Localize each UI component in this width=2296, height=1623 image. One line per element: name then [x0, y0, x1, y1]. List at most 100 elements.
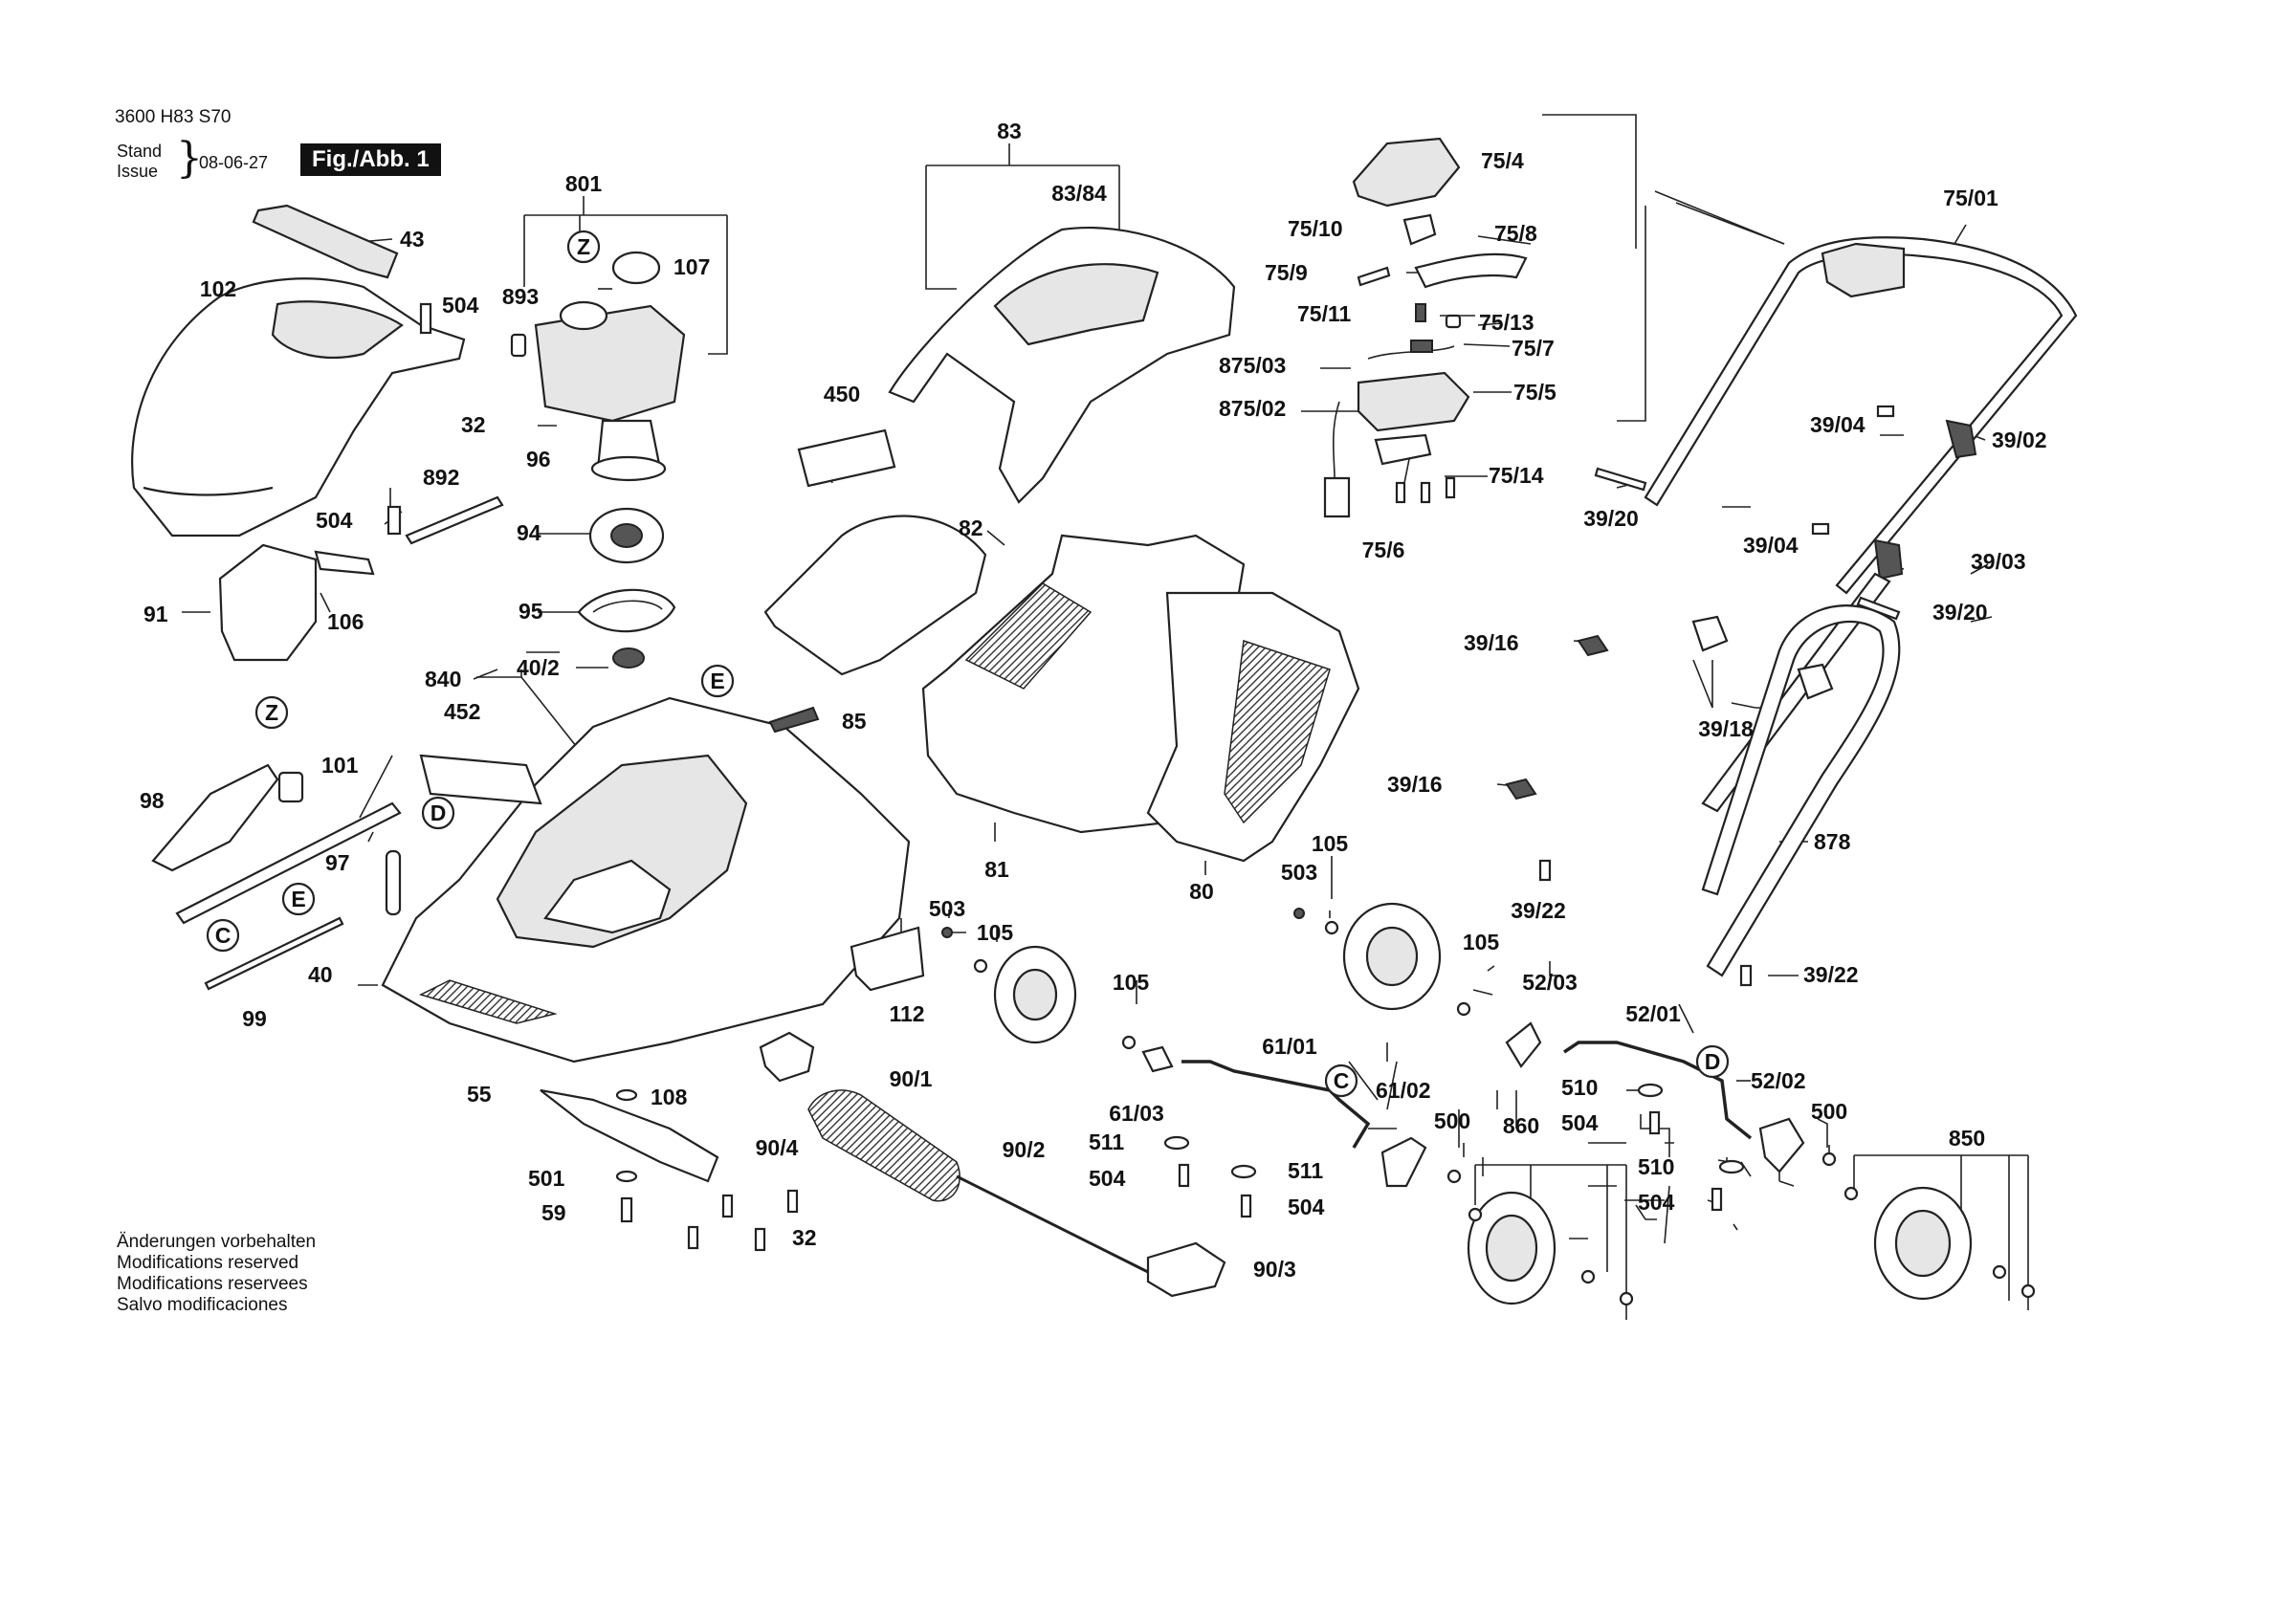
label-875-03: 875/03	[1219, 353, 1286, 378]
label-75-7: 75/7	[1512, 336, 1555, 361]
marker-z-lower: Z	[265, 700, 278, 725]
label-85: 85	[842, 709, 867, 734]
modification-notes: Änderungen vorbehalten Modifications res…	[117, 1232, 316, 1316]
label-40-2: 40/2	[517, 655, 560, 680]
label-39-16-top: 39/16	[1464, 630, 1519, 655]
label-39-22-left: 39/22	[1511, 898, 1566, 923]
label-59: 59	[541, 1200, 566, 1225]
label-75-8: 75/8	[1494, 221, 1537, 246]
label-39-04-mid: 39/04	[1743, 533, 1799, 558]
issue-date: 08-06-27	[199, 153, 269, 172]
issue-label: Issue	[117, 162, 159, 181]
label-511-mid: 511	[1288, 1158, 1323, 1183]
label-39-18: 39/18	[1698, 716, 1754, 741]
label-75-6: 75/6	[1362, 537, 1405, 562]
label-840: 840	[425, 667, 461, 691]
label-504-mid-left: 504	[1089, 1166, 1126, 1191]
label-801: 801	[565, 171, 603, 196]
label-452: 452	[444, 699, 480, 724]
label-504-left: 504	[316, 508, 353, 533]
label-96: 96	[526, 447, 551, 472]
label-875-02: 875/02	[1219, 396, 1286, 421]
label-99: 99	[242, 1006, 267, 1031]
marker-e-lower: E	[291, 887, 305, 911]
note-de: Änderungen vorbehalten	[117, 1232, 317, 1252]
label-90-2: 90/2	[1003, 1137, 1046, 1162]
label-61-01: 61/01	[1262, 1034, 1317, 1059]
label-83: 83	[997, 119, 1022, 143]
label-97: 97	[325, 850, 350, 875]
label-511-left: 511	[1089, 1130, 1124, 1154]
label-52-03: 52/03	[1522, 970, 1578, 995]
label-61-03: 61/03	[1109, 1101, 1164, 1126]
label-43: 43	[400, 227, 425, 252]
part-drawings	[131, 137, 2078, 1306]
leader-lines	[182, 114, 2029, 1320]
label-101: 101	[321, 753, 359, 778]
label-52-02: 52/02	[1751, 1068, 1806, 1093]
label-504-top: 504	[442, 293, 479, 318]
label-105-mid: 105	[1113, 970, 1150, 995]
note-fr: Modifications reservees	[117, 1274, 308, 1294]
label-39-20-right: 39/20	[1932, 600, 1988, 625]
label-75-14: 75/14	[1489, 463, 1544, 488]
document-number: 3600 H83 S70	[115, 107, 232, 127]
brace-glyph: }	[176, 134, 203, 183]
marker-c-right: C	[1334, 1068, 1350, 1093]
label-90-1: 90/1	[890, 1066, 933, 1091]
label-75-13: 75/13	[1479, 310, 1534, 335]
part-labels: 83 83/84 801 43 102 893 107 504 32 96 89…	[140, 119, 2047, 1282]
label-39-04-top: 39/04	[1810, 412, 1866, 437]
label-95: 95	[519, 599, 543, 624]
note-es: Salvo modificaciones	[117, 1295, 288, 1315]
label-94: 94	[517, 520, 541, 545]
marker-z-upper: Z	[577, 234, 590, 259]
label-91: 91	[144, 602, 168, 626]
note-en: Modifications reserved	[117, 1253, 299, 1273]
label-112: 112	[889, 1001, 924, 1026]
label-32-top: 32	[461, 412, 486, 437]
label-503-right: 503	[1281, 860, 1317, 885]
label-39-03: 39/03	[1971, 549, 2026, 574]
label-504-right-top: 504	[1561, 1110, 1599, 1135]
label-81: 81	[984, 857, 1009, 882]
marker-e-upper: E	[710, 669, 724, 693]
marker-c-left: C	[215, 923, 232, 948]
label-510-top: 510	[1561, 1075, 1598, 1100]
label-32-bottom: 32	[792, 1225, 817, 1250]
stand-label: Stand	[117, 142, 163, 161]
reference-markers: Z Z E E D D C C	[206, 230, 1730, 1098]
label-90-3: 90/3	[1253, 1257, 1296, 1282]
label-52-01: 52/01	[1625, 1001, 1681, 1026]
label-61-02: 61/02	[1376, 1078, 1431, 1103]
label-503-left: 503	[929, 896, 965, 921]
label-510-bottom: 510	[1638, 1154, 1674, 1179]
label-98: 98	[140, 788, 165, 813]
label-39-02: 39/02	[1992, 428, 2047, 452]
marker-d-right: D	[1705, 1049, 1721, 1074]
label-860: 860	[1503, 1113, 1539, 1138]
label-878: 878	[1814, 829, 1851, 854]
label-90-4: 90/4	[756, 1135, 799, 1160]
stand-issue-label: Stand Issue	[117, 142, 162, 182]
label-39-22-right: 39/22	[1803, 962, 1859, 987]
label-40: 40	[308, 962, 333, 987]
label-504-right-bottom: 504	[1638, 1190, 1675, 1215]
marker-d-left: D	[430, 801, 447, 825]
label-39-20-left: 39/20	[1583, 506, 1639, 531]
label-75-5: 75/5	[1513, 380, 1556, 405]
label-504-mid: 504	[1288, 1195, 1325, 1219]
label-893: 893	[502, 284, 539, 309]
label-501: 501	[528, 1166, 565, 1191]
label-102: 102	[200, 276, 236, 301]
label-75-11: 75/11	[1297, 301, 1351, 326]
label-75-10: 75/10	[1288, 216, 1343, 241]
label-450: 450	[824, 382, 860, 406]
label-82: 82	[959, 515, 983, 540]
label-75-01: 75/01	[1943, 186, 1998, 210]
label-500-right: 500	[1811, 1099, 1847, 1124]
label-892: 892	[423, 465, 459, 490]
label-106: 106	[327, 609, 364, 634]
label-105-upper: 105	[1312, 831, 1349, 856]
